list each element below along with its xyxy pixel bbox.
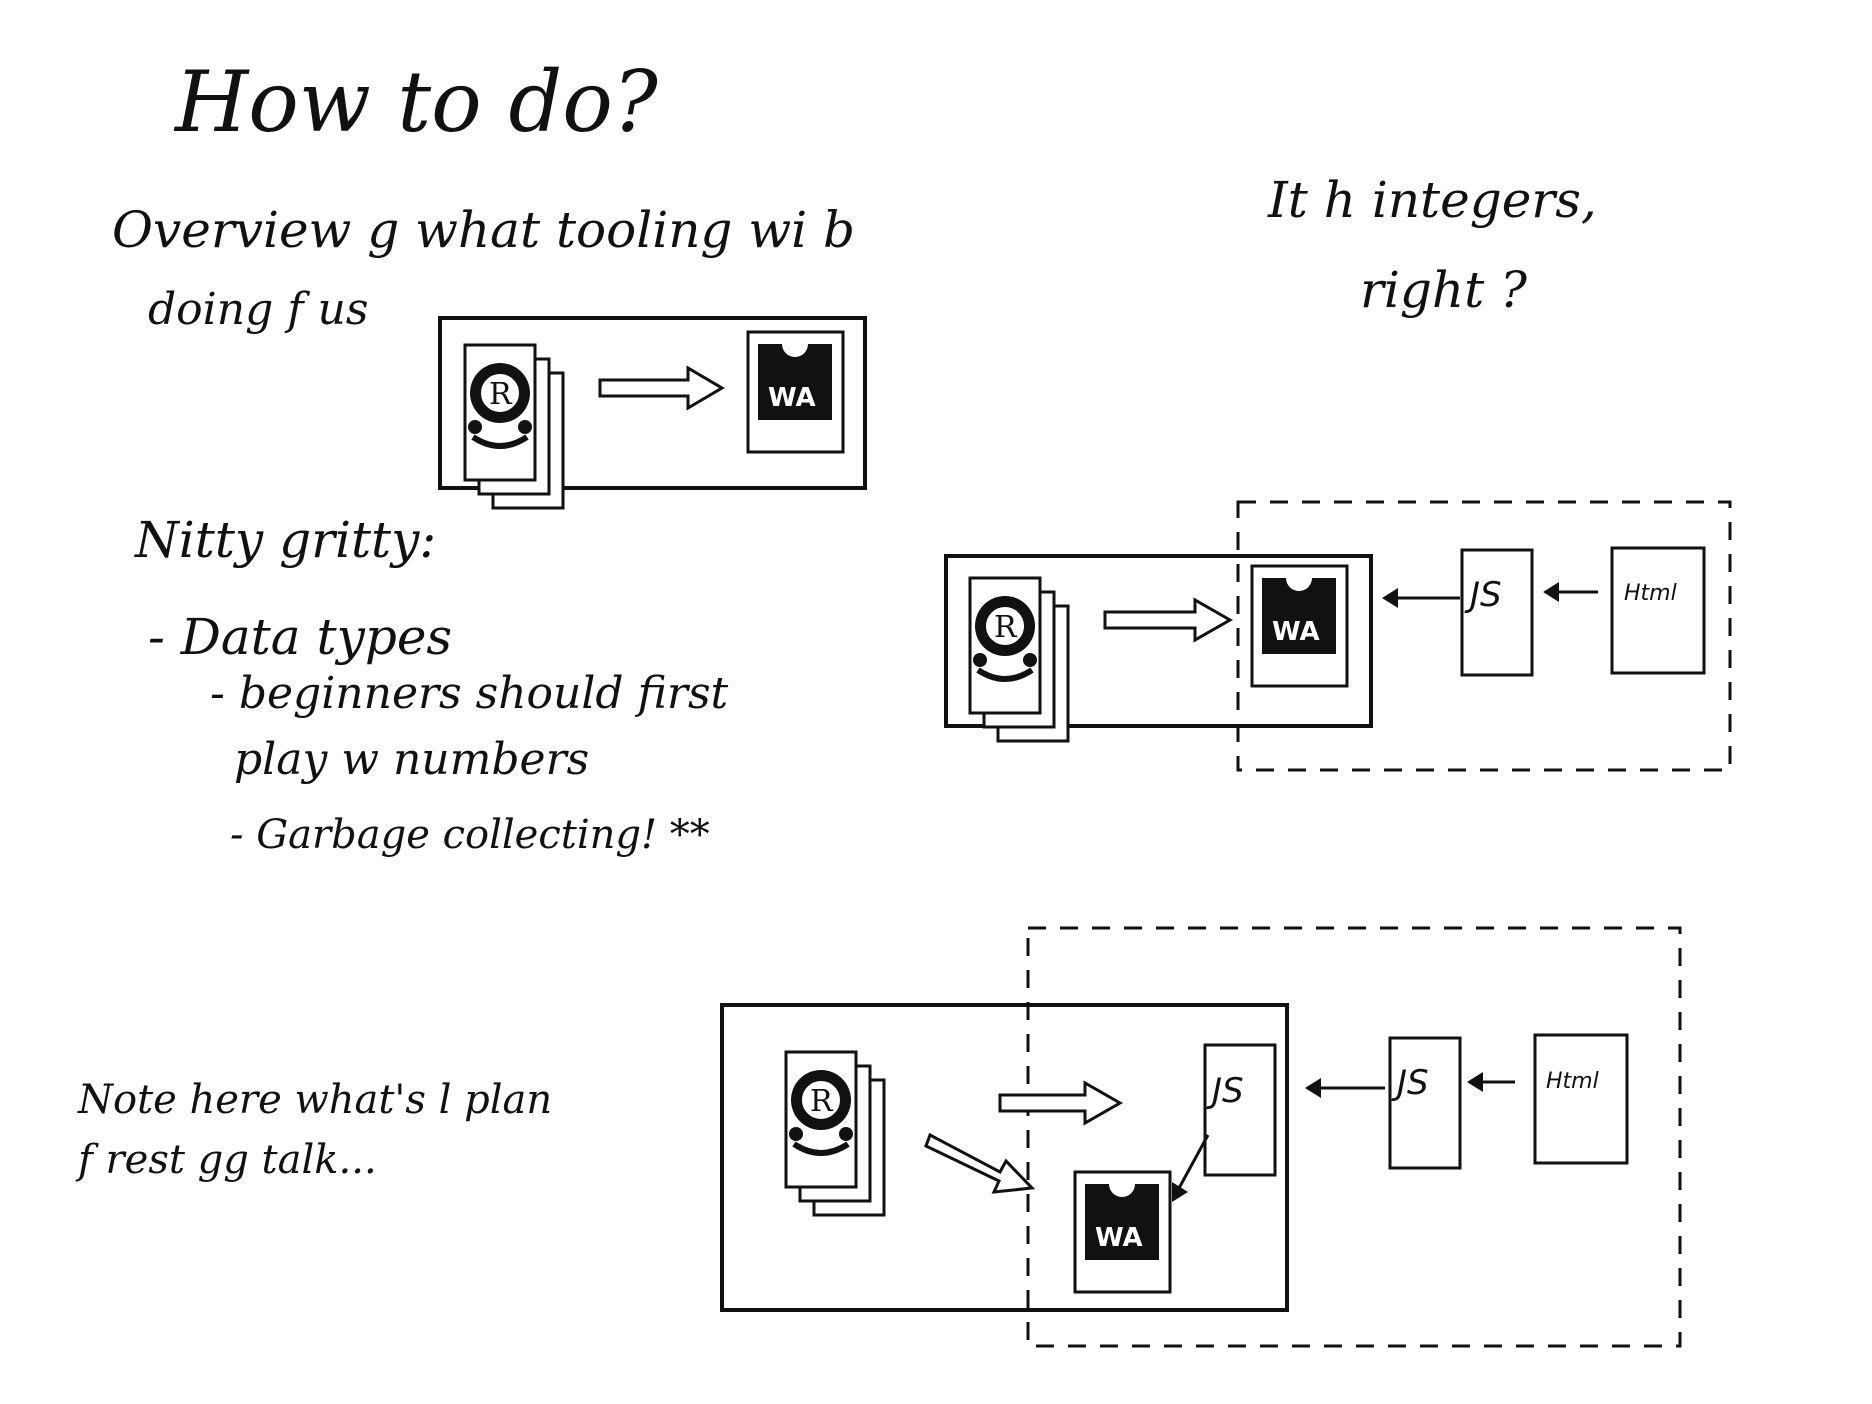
hollow-arrow-right-icon: [998, 1080, 1124, 1126]
overview-line-2: doing f us: [148, 284, 369, 335]
hollow-arrow-right-icon: [598, 365, 725, 411]
hollow-arrow-right-icon: [1103, 597, 1234, 643]
rust-r-letter: R: [810, 1084, 834, 1119]
js-label: JS: [1391, 1063, 1429, 1103]
solid-arrow-down-left-icon: [1172, 1182, 1188, 1202]
diagram-rust-wasm-js-html: R WA JS Html: [944, 500, 1732, 772]
html-file-icon: [1533, 1033, 1629, 1165]
integers-line-1: It h integers,: [1268, 171, 1597, 229]
wasm-label: WA: [1095, 1223, 1143, 1253]
js-file-icon: [1203, 1043, 1277, 1177]
hollow-arrow-down-right-icon: [924, 1132, 1036, 1194]
browser-dashed-frame: [1026, 926, 1682, 1348]
rust-file-stack-icon: R: [786, 1052, 884, 1215]
wasm-file-icon: WA: [746, 330, 845, 454]
html-label: Html: [1624, 581, 1677, 606]
diagram-2-frame: [944, 554, 1373, 728]
overview-line-1: Overview g what tooling wi b: [112, 201, 856, 259]
rust-r-letter: R: [489, 377, 513, 412]
solid-arrow-left-icon: [1305, 1078, 1321, 1098]
wasm-file-icon: WA: [1073, 1170, 1172, 1294]
diagram-rust-to-wasm: R WA: [438, 316, 867, 508]
bullet-data-types: - Data types: [148, 608, 453, 666]
bullet-beginners-line-1: - beginners should first: [210, 668, 729, 719]
arrow-js-to-wasm: [1176, 1134, 1210, 1191]
browser-dashed-frame: [1236, 500, 1732, 772]
diagram-1-frame: [438, 316, 867, 490]
js-file-icon: [1460, 548, 1534, 677]
solid-arrow-left-icon: [1467, 1072, 1483, 1092]
bottom-note-line-2: f rest gg talk...: [78, 1137, 377, 1183]
rust-r-letter: R: [994, 610, 1018, 645]
bullet-beginners-line-2: play w numbers: [234, 734, 590, 785]
bullet-garbage-collecting: - Garbage collecting! **: [230, 812, 710, 858]
rust-file-stack-icon: R: [970, 578, 1068, 741]
html-file-icon: [1610, 546, 1706, 675]
nitty-gritty-heading: Nitty gritty:: [135, 511, 437, 569]
integers-line-2: right ?: [1360, 261, 1527, 319]
diagram-rust-js-wasm-html: R JS WA JS Html: [720, 926, 1682, 1348]
solid-arrow-left-icon: [1543, 582, 1559, 602]
wasm-file-icon: WA: [1250, 564, 1349, 688]
html-label: Html: [1546, 1069, 1599, 1094]
wasm-label: WA: [768, 383, 816, 413]
title-how-to-do: How to do?: [175, 53, 658, 151]
solid-arrow-left-icon: [1382, 588, 1398, 608]
js-file-icon: [1388, 1036, 1462, 1170]
js-label: JS: [1206, 1071, 1244, 1111]
wasm-label: WA: [1272, 617, 1320, 647]
rust-file-stack-icon: R: [465, 345, 563, 508]
bottom-note-line-1: Note here what's l plan: [78, 1077, 553, 1123]
js-label: JS: [1464, 575, 1502, 615]
diagram-3-frame: [720, 1003, 1289, 1312]
